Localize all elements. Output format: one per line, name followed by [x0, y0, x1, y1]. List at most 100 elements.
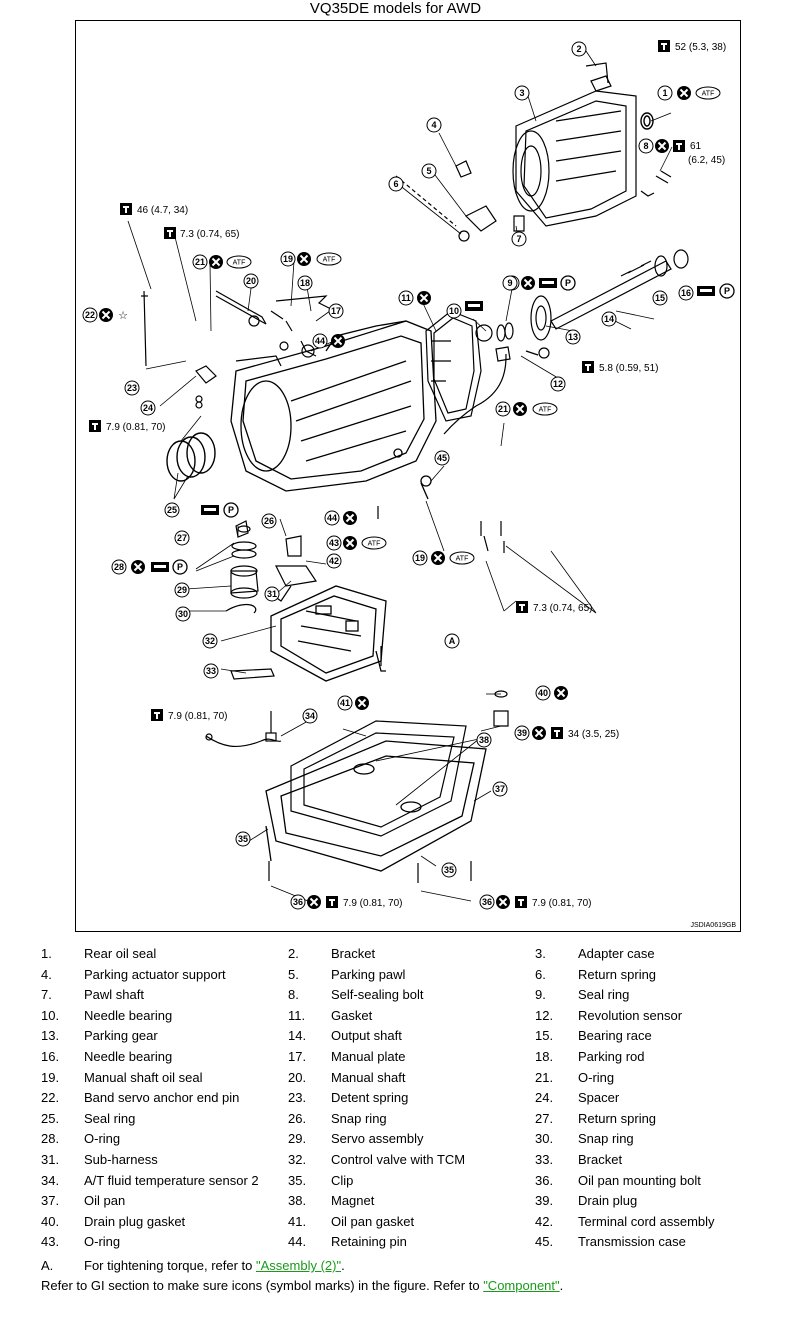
legend-number: 14.	[288, 1028, 307, 1044]
svg-text:37: 37	[495, 784, 505, 794]
legend-number: 34.	[41, 1172, 60, 1188]
svg-text:44: 44	[327, 513, 337, 523]
legend-number: 20.	[288, 1069, 307, 1085]
svg-text:22: 22	[85, 310, 95, 320]
legend-label: Seal ring	[84, 1110, 136, 1126]
transmission-case	[230, 320, 451, 500]
note-a-end: .	[341, 1258, 345, 1273]
legend-number: 18.	[535, 1049, 554, 1064]
legend-label: Return spring	[578, 1110, 657, 1126]
legend-number: 27.	[535, 1110, 554, 1126]
svg-text:5.8 (0.59, 51): 5.8 (0.59, 51)	[599, 363, 658, 374]
legend-label: Control valve with TCM	[331, 1152, 466, 1167]
svg-text:7.3 (0.74, 65): 7.3 (0.74, 65)	[533, 603, 592, 614]
revolution-sensor	[443, 346, 550, 435]
rear-oil-seal	[640, 112, 654, 130]
oil-pan-gasket	[290, 720, 467, 837]
legend-label: Retaining pin	[331, 1234, 407, 1250]
legend-label: Revolution sensor	[578, 1007, 683, 1023]
legend-label: Adapter case	[578, 946, 655, 961]
svg-text:7.3 (0.74, 65): 7.3 (0.74, 65)	[180, 229, 239, 240]
svg-text:7.9 (0.81, 70): 7.9 (0.81, 70)	[532, 898, 591, 909]
legend-number: 28.	[41, 1131, 60, 1147]
legend-label: O-ring	[578, 1069, 615, 1085]
svg-text:36: 36	[293, 897, 303, 907]
legend-label: Seal ring	[578, 987, 630, 1003]
legend-number: 17.	[288, 1049, 307, 1064]
svg-text:29: 29	[177, 585, 187, 595]
note-gi: Refer to GI section to make sure icons (…	[41, 1278, 563, 1294]
legend-label: Transmission case	[578, 1234, 686, 1250]
diagram-drawing: 2 3 4 5 6 7 1 8 9 10 11 12 13 14 15 16 1…	[82, 40, 735, 910]
oil-pan	[265, 740, 487, 872]
legend-label: Clip	[331, 1172, 354, 1188]
svg-text:23: 23	[127, 383, 137, 393]
legend-number: 3.	[535, 946, 546, 961]
legend-number: 19.	[41, 1069, 60, 1085]
legend-number: 30.	[535, 1131, 554, 1147]
legend-label: Manual shaft oil seal	[84, 1069, 203, 1085]
legend-number: 38.	[288, 1193, 307, 1209]
svg-text:41: 41	[340, 698, 350, 708]
servo-assembly	[225, 520, 259, 614]
svg-text:5: 5	[426, 166, 431, 176]
svg-text:14: 14	[604, 314, 614, 324]
legend-number: 45.	[535, 1234, 554, 1250]
legend-label: Parking actuator support	[84, 966, 226, 982]
component-link[interactable]: "Component"	[483, 1278, 560, 1293]
legend-label: Oil pan	[84, 1193, 126, 1209]
legend-label: Detent spring	[331, 1090, 409, 1106]
legend-label: Manual plate	[331, 1049, 406, 1064]
legend-number: 36.	[535, 1172, 554, 1188]
svg-text:38: 38	[479, 735, 489, 745]
legend-number: 41.	[288, 1213, 307, 1229]
svg-text:30: 30	[178, 609, 188, 619]
svg-text:(6.2, 45): (6.2, 45)	[688, 155, 725, 166]
legend-number: 44.	[288, 1234, 307, 1250]
part-callouts: 2 3 4 5 6 7 1 8 9 10 11 12 13 14 15 16 1…	[82, 41, 694, 910]
legend-number: 32.	[288, 1152, 307, 1167]
legend-label: Pawl shaft	[84, 987, 144, 1003]
legend-label: Rear oil seal	[84, 946, 157, 961]
legend-label: Terminal cord assembly	[578, 1213, 715, 1229]
parking-gear	[530, 295, 552, 341]
svg-text:7.9 (0.81, 70): 7.9 (0.81, 70)	[106, 422, 165, 433]
legend-label: Parking gear	[84, 1028, 158, 1044]
legend-label: Bracket	[578, 1152, 623, 1167]
legend-number: 42.	[535, 1213, 554, 1229]
legend-number: 11.	[288, 1007, 306, 1023]
svg-text:19: 19	[283, 254, 293, 264]
svg-text:40: 40	[538, 688, 548, 698]
legend-number: 21.	[535, 1069, 554, 1085]
legend-number: 16.	[41, 1049, 60, 1064]
seal-rings-25	[166, 432, 216, 482]
svg-text:☆: ☆	[118, 309, 128, 322]
svg-text:21: 21	[195, 257, 205, 267]
svg-text:27: 27	[177, 533, 187, 543]
svg-text:P: P	[177, 562, 183, 572]
legend-label: Gasket	[331, 1007, 373, 1023]
legend-number: 29.	[288, 1131, 307, 1147]
legend-label: Bracket	[331, 946, 376, 961]
assembly-2-link[interactable]: "Assembly (2)"	[256, 1258, 342, 1273]
terminal-cord-assembly	[273, 535, 318, 602]
bracket-33	[230, 668, 275, 680]
svg-text:28: 28	[114, 562, 124, 572]
legend-label: Oil pan gasket	[331, 1213, 415, 1229]
legend-number: 12.	[535, 1007, 554, 1023]
legend-number: 2.	[288, 946, 299, 961]
self-sealing-bolt	[655, 170, 672, 184]
legend-label: Sub-harness	[84, 1152, 158, 1167]
svg-text:ATF: ATF	[323, 257, 336, 264]
svg-text:36: 36	[482, 897, 492, 907]
note-a-letter: A.	[41, 1258, 54, 1273]
svg-text:39: 39	[517, 728, 527, 738]
svg-text:ATF: ATF	[368, 541, 381, 548]
svg-text:35: 35	[444, 865, 454, 875]
legend-number: 31.	[41, 1152, 60, 1167]
legend-label: A/T fluid temperature sensor 2	[84, 1172, 259, 1188]
callout-a: A	[444, 633, 460, 649]
svg-text:10: 10	[449, 306, 459, 316]
legend-label: Band servo anchor end pin	[84, 1090, 240, 1106]
legend-label: Drain plug	[578, 1193, 638, 1209]
